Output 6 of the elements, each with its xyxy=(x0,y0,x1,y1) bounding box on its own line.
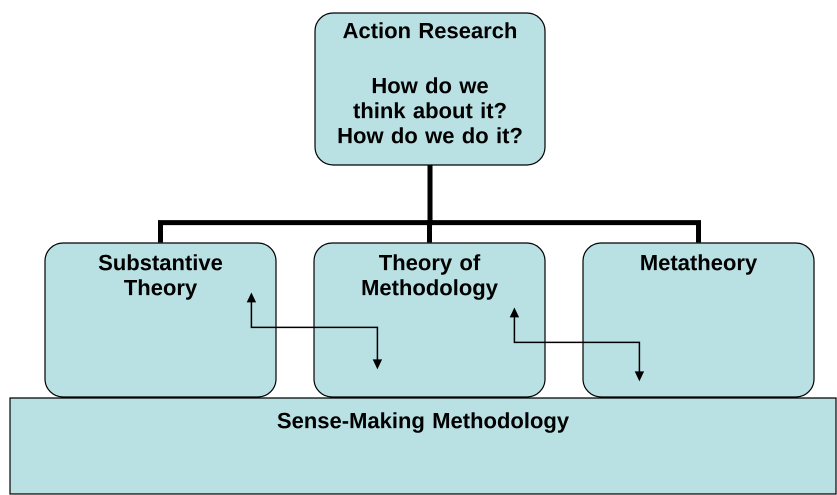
process-box: Theory of Methodology xyxy=(313,242,546,398)
connector-line xyxy=(428,166,701,242)
process-box: Action Research How do we think about it? How do we do it? xyxy=(314,12,546,166)
base-band: Sense-Making Methodology xyxy=(9,397,837,495)
process-box: Substantive Theory xyxy=(44,242,277,398)
process-box: Metatheory xyxy=(582,242,815,398)
